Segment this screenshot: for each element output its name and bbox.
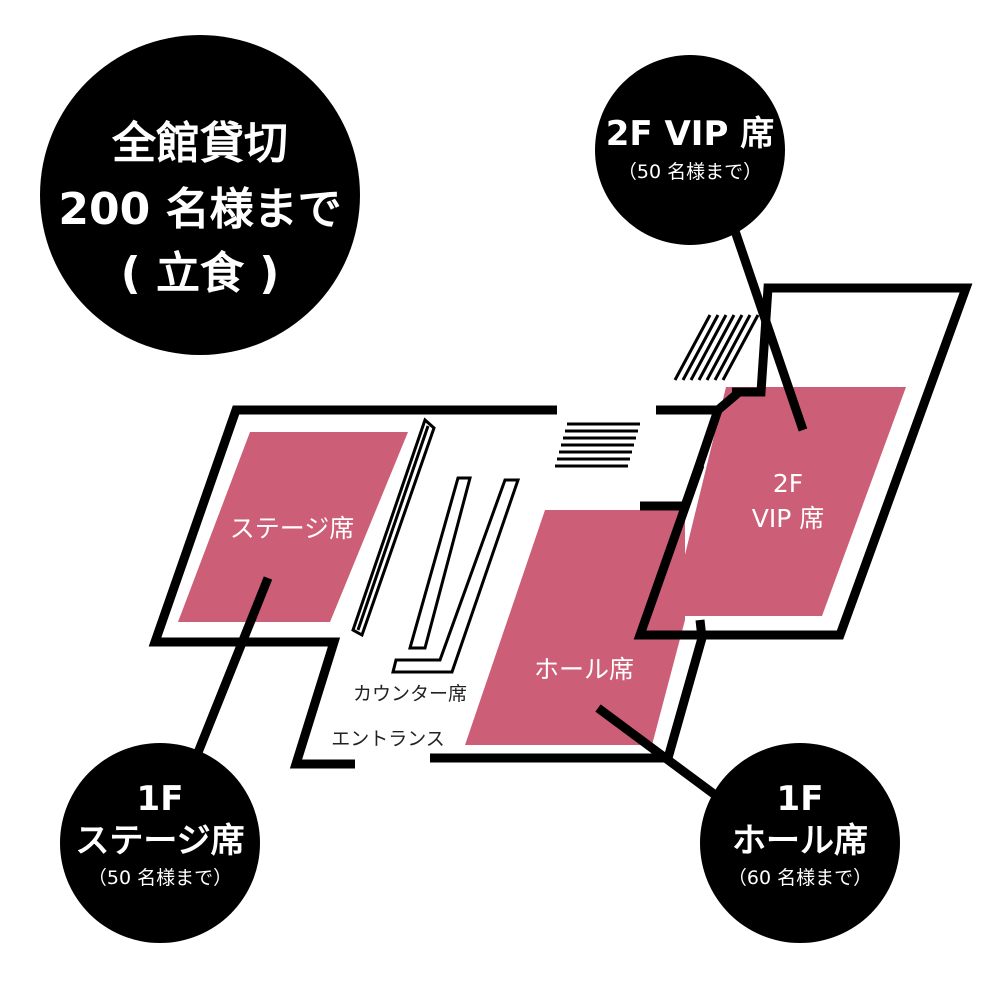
hall-badge: 1F ホール席 （60 名様まで）	[700, 743, 900, 943]
hall-badge-note: （60 名様まで）	[728, 867, 872, 889]
stage-seating-area	[178, 432, 408, 622]
capacity-line1: 全館貸切	[111, 118, 288, 169]
vip-badge: 2F VIP 席 （50 名様まで）	[595, 55, 785, 245]
vip-area-label-line2: VIP 席	[752, 504, 825, 533]
stage-badge-line2: ステージ席	[75, 821, 244, 861]
capacity-badge: 全館貸切 200 名様まで ( 立食 )	[40, 35, 360, 355]
leader-lines	[190, 226, 808, 804]
stairs-lower	[555, 422, 640, 468]
capacity-line2: 200 名様まで	[58, 184, 341, 235]
hall-badge-line1: 1F	[777, 779, 824, 819]
stage-badge-line1: 1F	[137, 779, 184, 819]
second-floor-walls	[633, 283, 973, 640]
counter-label: カウンター席	[353, 683, 467, 705]
vip-badge-note: （50 名様まで）	[618, 161, 762, 183]
capacity-line3: ( 立食 )	[121, 248, 280, 299]
stage-badge-note: （50 名様まで）	[88, 867, 232, 889]
hall-area-label: ホール席	[534, 655, 634, 684]
hall-badge-line2: ホール席	[732, 821, 868, 861]
vip-badge-title: 2F VIP 席	[606, 114, 774, 154]
entrance-label: エントランス	[331, 728, 445, 750]
counter-structure	[351, 417, 521, 674]
hall-seating-area	[465, 510, 685, 745]
stairs-upper	[673, 314, 760, 381]
stage-area-label: ステージ席	[230, 514, 355, 543]
vip-seating-area	[670, 387, 906, 616]
stage-badge: 1F ステージ席 （50 名様まで）	[60, 743, 260, 943]
vip-area-label-line1: 2F	[773, 469, 803, 498]
